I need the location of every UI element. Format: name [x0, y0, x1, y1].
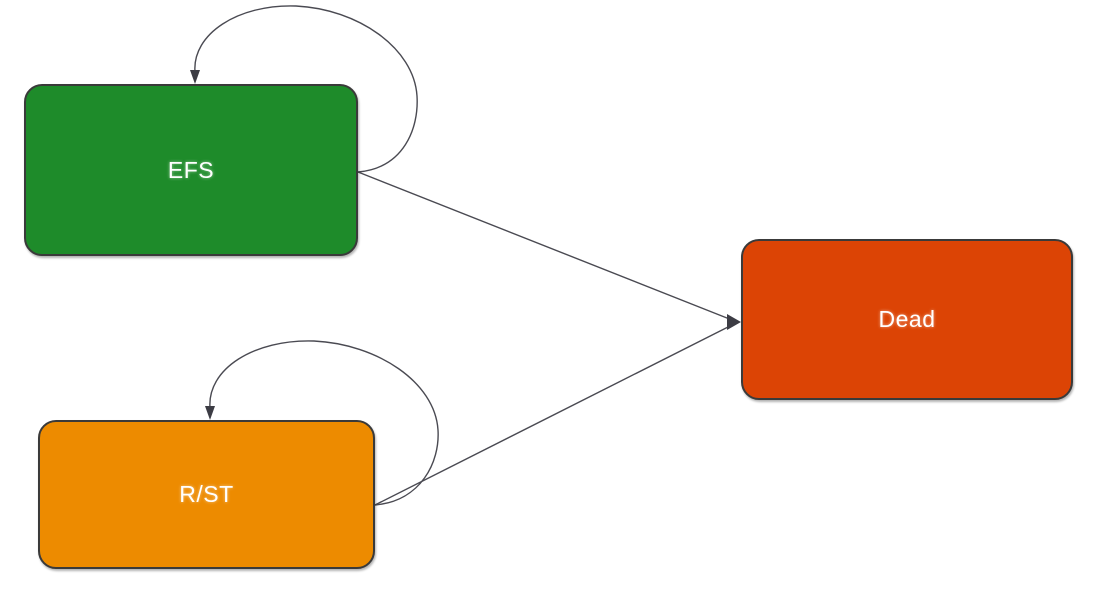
state-label-dead: Dead [878, 306, 936, 332]
state-label-rst: R/ST [179, 481, 234, 507]
state-label-efs: EFS [167, 156, 215, 183]
edge-efs-to-dead [357, 171, 733, 321]
arrowhead-into-dead [727, 314, 741, 330]
arrowhead-rst-self [205, 406, 215, 420]
state-node-rst[interactable]: R/ST [38, 420, 375, 569]
state-node-dead[interactable]: Dead [741, 239, 1073, 400]
arrowhead-efs-self [190, 70, 200, 84]
state-node-efs[interactable]: EFS [24, 84, 358, 256]
edge-rst-to-dead [374, 324, 733, 506]
